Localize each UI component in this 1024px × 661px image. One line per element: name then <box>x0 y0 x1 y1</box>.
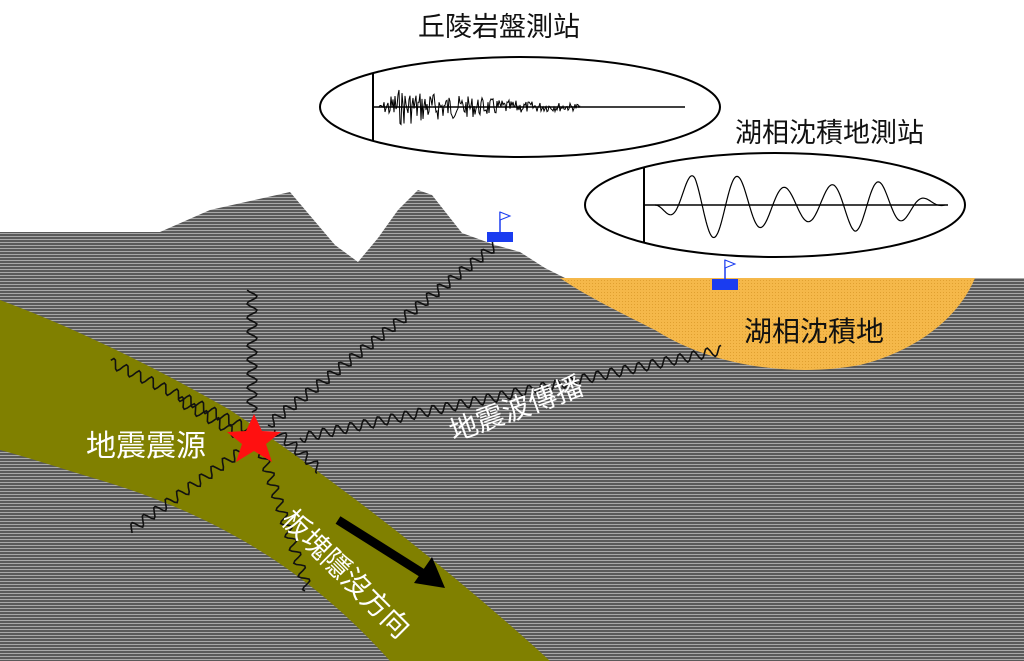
wave-to-lake <box>299 344 722 443</box>
hill-station-label: 丘陵岩盤測站 <box>418 12 580 43</box>
wave-down <box>257 451 311 592</box>
lake-seismogram <box>584 152 966 258</box>
lake-station-marker <box>712 259 738 290</box>
lake-station-label: 湖相沈積地測站 <box>735 118 924 149</box>
hill-seismogram <box>319 56 721 158</box>
wave-up-left <box>110 357 255 434</box>
wave-down-left <box>130 449 241 534</box>
hill-station-marker <box>487 211 513 242</box>
lake-deposit <box>560 278 975 370</box>
star-icon <box>227 414 281 462</box>
arrow-icon <box>335 516 445 588</box>
wave-up <box>246 289 258 413</box>
wave-right-plate <box>273 429 319 474</box>
flag-icon <box>724 259 737 269</box>
epicenter-label: 地震震源 <box>86 429 206 464</box>
wave-to-hill-station <box>267 240 495 428</box>
lake-deposit-label: 湖相沈積地 <box>744 315 885 348</box>
flag-icon <box>499 211 512 221</box>
